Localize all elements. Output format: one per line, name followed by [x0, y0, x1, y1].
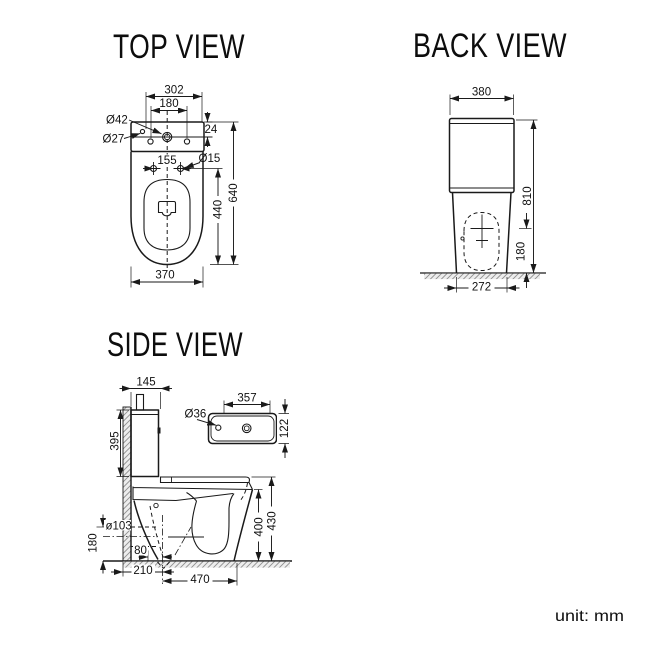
flush-outlet-glyph [157, 200, 177, 217]
lid-hole-d36 [215, 424, 222, 431]
cistern-lid-inset [207, 412, 278, 445]
bowl-inner-connectors [186, 492, 235, 509]
tank-side-outline [130, 409, 160, 478]
dim-base-width: 272 [472, 282, 491, 294]
lid-button-inner [243, 425, 250, 432]
lid-button-outer [241, 423, 252, 434]
dim-rim-offset: 24 [205, 124, 218, 136]
dim-outlet-wall-distance: 210 [133, 565, 152, 577]
hidden-outlet-funnel [157, 561, 170, 569]
bowl-inner-profile [191, 500, 230, 555]
tank-seam-lines [449, 123, 514, 189]
dim-rim-height: 400 [254, 517, 266, 536]
side-view-dimension-lines [96, 385, 289, 586]
bowl-rim-side [132, 482, 253, 502]
dim-bowl-width: 370 [155, 270, 174, 282]
dim-outlet-height-side: 180 [88, 533, 100, 552]
back-view-labels: 380 810 180 272 [468, 87, 534, 294]
side-view-title: SIDE VIEW [107, 326, 243, 364]
top-view-outline [130, 104, 213, 268]
outlet-detail-hole [460, 236, 465, 241]
tank-side-detail [157, 427, 161, 434]
top-view-title: TOP VIEW [113, 28, 245, 66]
tank-fixing-hole-left [147, 138, 154, 145]
ground-hatch-side [123, 561, 290, 568]
dim-tank-height: 395 [110, 431, 122, 450]
side-view-outline [103, 393, 292, 584]
hinge-hole-side [153, 502, 159, 509]
back-view: BACK VIEW 380 810 180 [413, 27, 567, 294]
side-view-labels: 145 395 Ø36 357 122 ø103 180 80 210 470 … [88, 377, 292, 587]
tank-back-outline [448, 117, 515, 194]
dim-overall-width: 302 [164, 85, 183, 97]
cistern-lid-inner [210, 415, 275, 442]
dim-hole-d42: Ø42 [106, 115, 128, 127]
unit-note: unit: mm [555, 608, 624, 625]
bowl-front-profile [233, 489, 254, 562]
top-view-labels: 302 180 24 Ø42 Ø27 155 Ø15 640 440 370 [103, 85, 241, 282]
dim-lid-hole-dia: Ø36 [185, 409, 207, 421]
flush-button-hole-inner [163, 133, 171, 141]
dim-outlet-dia: ø103 [106, 521, 132, 533]
tank-fixing-hole-right [183, 138, 191, 145]
dim-overall-depth-side: 470 [190, 574, 209, 586]
dim-overall-height: 810 [522, 186, 534, 205]
seat-opening-outline [143, 178, 191, 251]
dim-overall-depth: 640 [228, 183, 240, 202]
small-hole-d27 [139, 128, 146, 135]
dim-seat-height: 430 [267, 511, 279, 530]
hidden-lid-front [239, 482, 248, 502]
dim-hole-pitch: 180 [159, 98, 178, 110]
flush-button-hole-outer [162, 131, 173, 143]
bowl-top-outline [130, 151, 204, 266]
back-view-dimension-lines [444, 94, 538, 293]
flush-button-side [135, 393, 145, 411]
hidden-outlet-outline [463, 211, 500, 272]
dim-tank-depth: 145 [136, 377, 155, 389]
dim-bowl-depth: 440 [213, 200, 225, 219]
dim-seat-hole-dia: Ø15 [199, 153, 221, 165]
dim-hole-d27: Ø27 [103, 134, 125, 146]
dim-outlet-offset: 80 [134, 545, 147, 557]
cistern-lid-outer [207, 412, 278, 445]
dim-outlet-height-back: 180 [516, 242, 528, 261]
side-view: SIDE VIEW [88, 326, 292, 587]
top-view: TOP VIEW [103, 28, 245, 288]
outlet-crosshair [470, 214, 494, 248]
dim-seat-hole-pitch: 155 [157, 155, 176, 167]
pedestal-back-profile [133, 500, 159, 560]
dim-lid-depth: 122 [279, 419, 291, 438]
trap-centerline-diag [174, 526, 192, 556]
back-view-title: BACK VIEW [413, 27, 567, 65]
seat-lid-side [159, 476, 251, 484]
wall-hatch [122, 406, 132, 562]
ground-hatch-back [424, 273, 540, 280]
dim-lid-width: 357 [237, 393, 256, 405]
bowl-back-sides [451, 192, 512, 274]
dim-tank-width: 380 [472, 87, 491, 99]
